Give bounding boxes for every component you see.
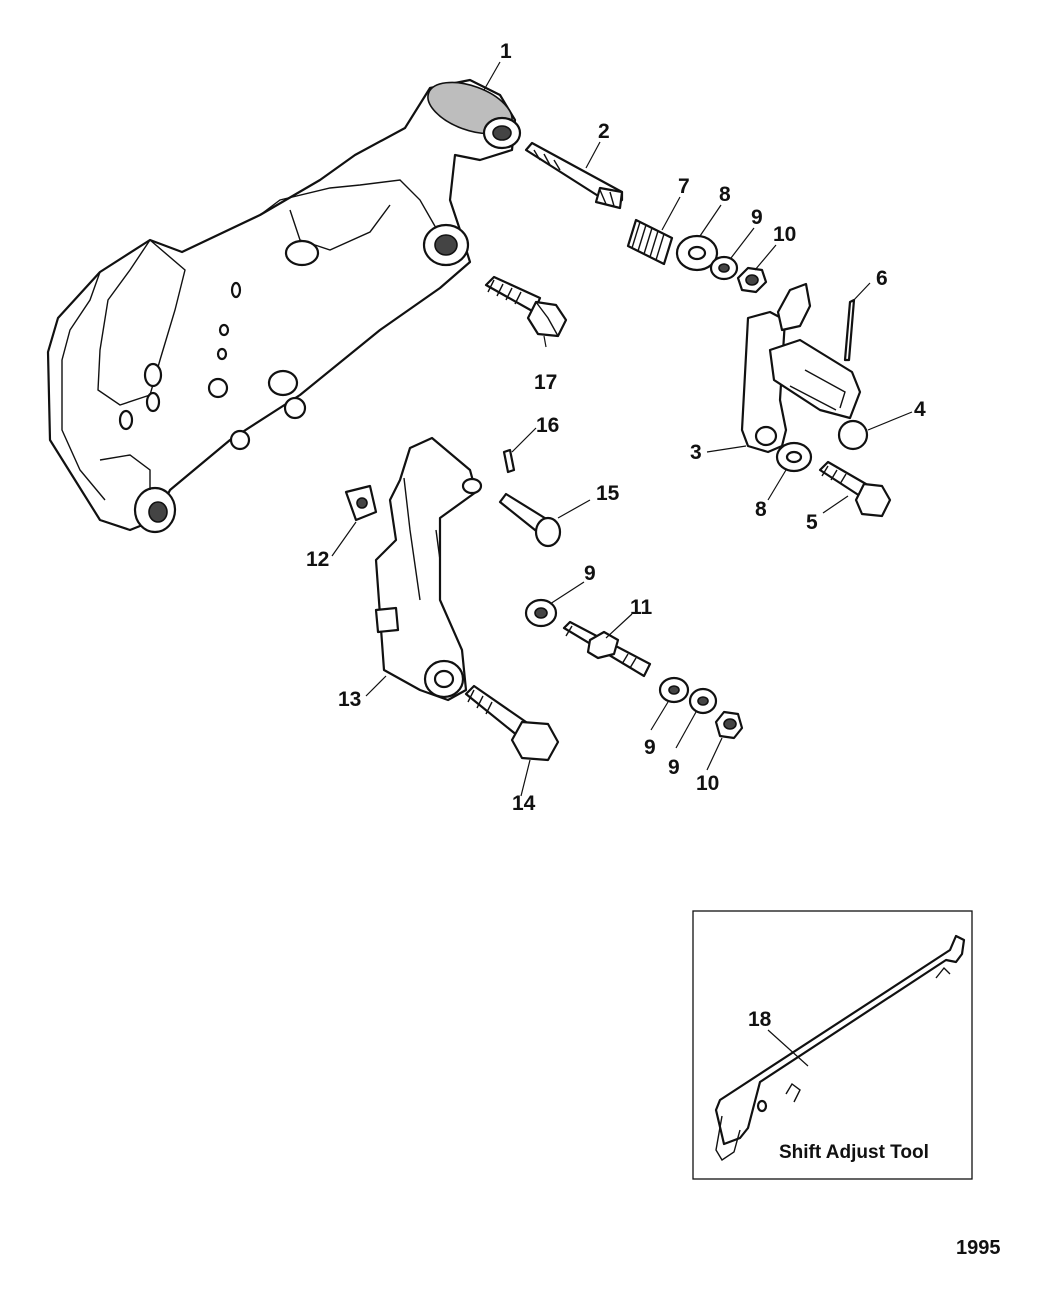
spring xyxy=(626,218,674,266)
washer-9-mid xyxy=(524,598,558,628)
callout-7: 7 xyxy=(678,175,690,198)
callout-3: 3 xyxy=(690,441,702,464)
callout-8-lower: 8 xyxy=(755,498,767,521)
callout-16: 16 xyxy=(536,414,559,437)
callout-1: 1 xyxy=(500,40,512,63)
plate-12 xyxy=(344,484,378,522)
callout-labels: 1 2 7 8 9 10 6 17 4 3 16 15 8 5 12 9 11 … xyxy=(306,40,926,815)
callout-2: 2 xyxy=(598,120,610,143)
bolt-5 xyxy=(818,460,892,518)
cotter-pin-16 xyxy=(502,448,516,474)
pivot-pin xyxy=(524,141,624,210)
bolt-17 xyxy=(484,275,568,338)
callout-9-lower-a: 9 xyxy=(644,736,656,759)
washer-9-lower-b xyxy=(688,687,718,715)
callout-9-mid: 9 xyxy=(584,562,596,585)
stud-11 xyxy=(562,620,652,678)
inset-caption: Shift Adjust Tool xyxy=(779,1142,929,1163)
cotter-pin-6 xyxy=(843,298,856,362)
callout-11: 11 xyxy=(630,596,653,619)
locknut-10-upper xyxy=(736,266,768,294)
callout-5: 5 xyxy=(806,511,818,534)
callout-9-upper: 9 xyxy=(751,206,763,229)
callout-10-upper: 10 xyxy=(773,223,796,246)
figure-number: 1995 xyxy=(956,1237,1001,1259)
callout-12: 12 xyxy=(306,548,329,571)
washer-9-lower-a xyxy=(658,676,690,704)
callout-15: 15 xyxy=(596,482,620,505)
shift-bracket xyxy=(46,78,522,534)
callout-17: 17 xyxy=(534,371,557,394)
inset-frame xyxy=(692,910,973,1180)
washer-9-upper xyxy=(709,255,739,281)
callout-9-lower-b: 9 xyxy=(668,756,680,779)
callout-6: 6 xyxy=(876,267,888,290)
washer-8-upper xyxy=(675,234,719,272)
washer-8-lower xyxy=(775,441,813,473)
cap-4 xyxy=(837,419,869,451)
callout-14: 14 xyxy=(512,792,536,815)
clevis-pin-15 xyxy=(498,492,562,548)
locknut-10-lower xyxy=(714,710,744,740)
shift-adjust-tool xyxy=(714,934,966,1161)
callout-4: 4 xyxy=(914,398,926,421)
shift-adjust-tool-inset: 18 Shift Adjust Tool xyxy=(692,910,973,1180)
callout-10-lower: 10 xyxy=(696,772,719,795)
callout-13: 13 xyxy=(338,688,361,711)
callout-18: 18 xyxy=(748,1008,772,1031)
callout-8-upper: 8 xyxy=(719,183,731,206)
shift-lever xyxy=(740,282,862,454)
link-arm-13 xyxy=(374,436,483,702)
bolt-14 xyxy=(464,684,560,762)
leader-lines xyxy=(331,61,913,797)
